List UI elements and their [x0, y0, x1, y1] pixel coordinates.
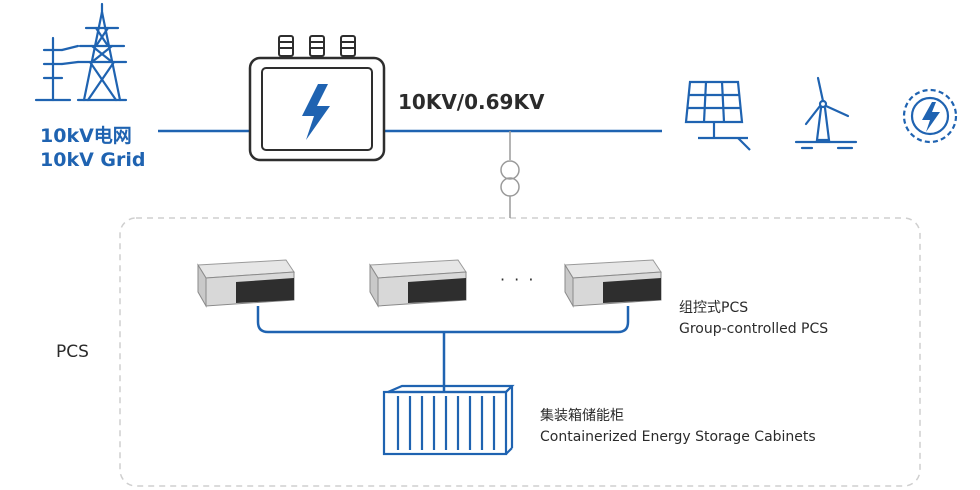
pcs-area-label: PCS: [56, 342, 89, 362]
transformer-ratio-label: 10KV/0.69KV: [398, 90, 545, 114]
grid-label: 10kV电网 10kV Grid: [40, 124, 145, 172]
grid-label-zh: 10kV电网: [40, 125, 132, 147]
solar-panel-icon: [684, 80, 751, 151]
pcs-unit-1: [197, 259, 295, 308]
pcs-bus-line: [256, 306, 630, 334]
pcs-group-label-zh: 组控式PCS: [679, 300, 749, 316]
gear-lightning-icon: [902, 88, 958, 144]
lightning-icon: [302, 84, 330, 140]
pcs-group-label-en: Group-controlled PCS: [679, 321, 829, 337]
transformer-icon: [248, 35, 386, 162]
container-icon: [382, 384, 515, 456]
pcs-unit-3: [564, 259, 662, 308]
pcs-ellipsis: · · ·: [500, 270, 536, 289]
grid-label-en: 10kV Grid: [40, 149, 146, 171]
pcs-group-caption: 组控式PCS Group-controlled PCS: [679, 298, 828, 340]
small-transformer-icon: [500, 160, 520, 197]
pcs-unit-2: [369, 259, 467, 308]
wind-turbine-icon: [794, 76, 858, 150]
storage-label-en: Containerized Energy Storage Cabinets: [540, 429, 816, 445]
power-tower-icon: [34, 2, 128, 102]
storage-caption: 集装箱储能柜 Containerized Energy Storage Cabi…: [540, 406, 816, 448]
storage-label-zh: 集装箱储能柜: [540, 408, 624, 424]
